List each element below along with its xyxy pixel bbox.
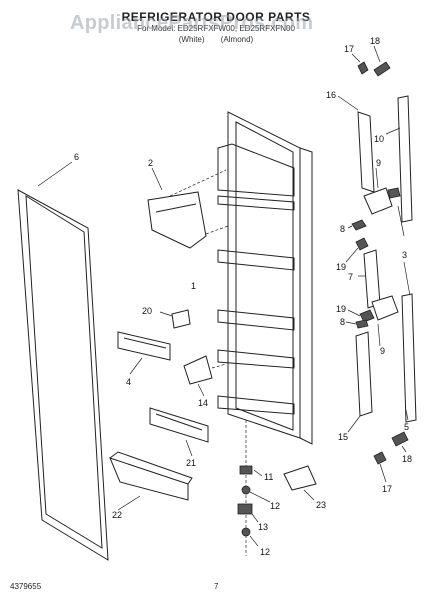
screw-upper [241, 485, 251, 495]
handle-strip [397, 95, 413, 223]
hinge-bushing [239, 465, 253, 475]
door-trim-bottom [355, 331, 373, 417]
handle-bracket-upper [363, 187, 393, 215]
callout-9-upper: 9 [376, 158, 381, 168]
bracket-screw-lower [355, 319, 369, 329]
callout-1: 1 [191, 281, 196, 291]
bracket-screw-upper [351, 219, 367, 231]
callout-17-bottom: 17 [382, 484, 392, 494]
callout-8-upper: 8 [340, 224, 345, 234]
end-cap [183, 355, 213, 385]
hinge-pin-bracket [237, 503, 253, 515]
callout-14: 14 [198, 398, 208, 408]
handle-screw-top [357, 61, 369, 75]
callout-15: 15 [338, 432, 348, 442]
handle-plug-bottom [391, 431, 409, 447]
handle-screw-bottom [373, 451, 387, 465]
callout-2: 2 [148, 158, 153, 168]
callout-12-upper: 12 [270, 501, 280, 511]
hinge-cover [283, 465, 317, 491]
watermark: AppliancePartsPros.com [70, 12, 314, 34]
callout-8-lower: 8 [340, 317, 345, 327]
callout-4: 4 [126, 377, 131, 387]
callout-18-top: 18 [370, 36, 380, 46]
callout-3: 3 [402, 250, 407, 260]
callout-12-lower: 12 [260, 547, 270, 557]
callout-21: 21 [186, 458, 196, 468]
page-number: 7 [214, 582, 219, 591]
clip [171, 309, 191, 329]
document-number: 4379655 [10, 582, 42, 591]
callout-23: 23 [316, 500, 326, 510]
model-line: For Model: ED25RFXFW00, ED25RFXFN00 [137, 24, 295, 33]
callout-11: 11 [264, 472, 273, 482]
door-liner [217, 111, 313, 445]
screw-lower [241, 527, 251, 537]
color-line: (White) (Almond) [178, 35, 254, 44]
callout-19-lower: 19 [336, 304, 346, 314]
shelf-bar-lower [149, 407, 209, 443]
door-gasket [17, 189, 109, 561]
callout-6: 6 [74, 152, 79, 162]
door-trim-top [357, 111, 375, 193]
handle-bracket-lower [371, 295, 399, 321]
handle [363, 249, 381, 309]
callout-19-upper: 19 [336, 262, 346, 272]
callout-18-bottom: 18 [402, 454, 412, 464]
handle-strip-lower [401, 293, 417, 423]
page-title: REFRIGERATOR DOOR PARTS [121, 10, 311, 24]
mount-screw-upper [387, 187, 401, 199]
callout-17-top: 17 [344, 44, 354, 54]
callout-7: 7 [348, 272, 353, 282]
callout-10: 10 [374, 134, 384, 144]
handle-screw-lower [359, 309, 375, 323]
callout-13: 13 [258, 522, 268, 532]
callout-22: 22 [112, 510, 122, 520]
callout-9-lower: 9 [380, 346, 385, 356]
callout-5: 5 [404, 422, 409, 432]
handle-screw-upper [355, 237, 369, 251]
callout-20: 20 [142, 306, 152, 316]
door-bin [109, 451, 193, 501]
shelf-bar-upper [117, 331, 171, 361]
callout-16: 16 [326, 90, 336, 100]
handle-plug-top [373, 61, 391, 77]
dairy-door [147, 191, 207, 249]
